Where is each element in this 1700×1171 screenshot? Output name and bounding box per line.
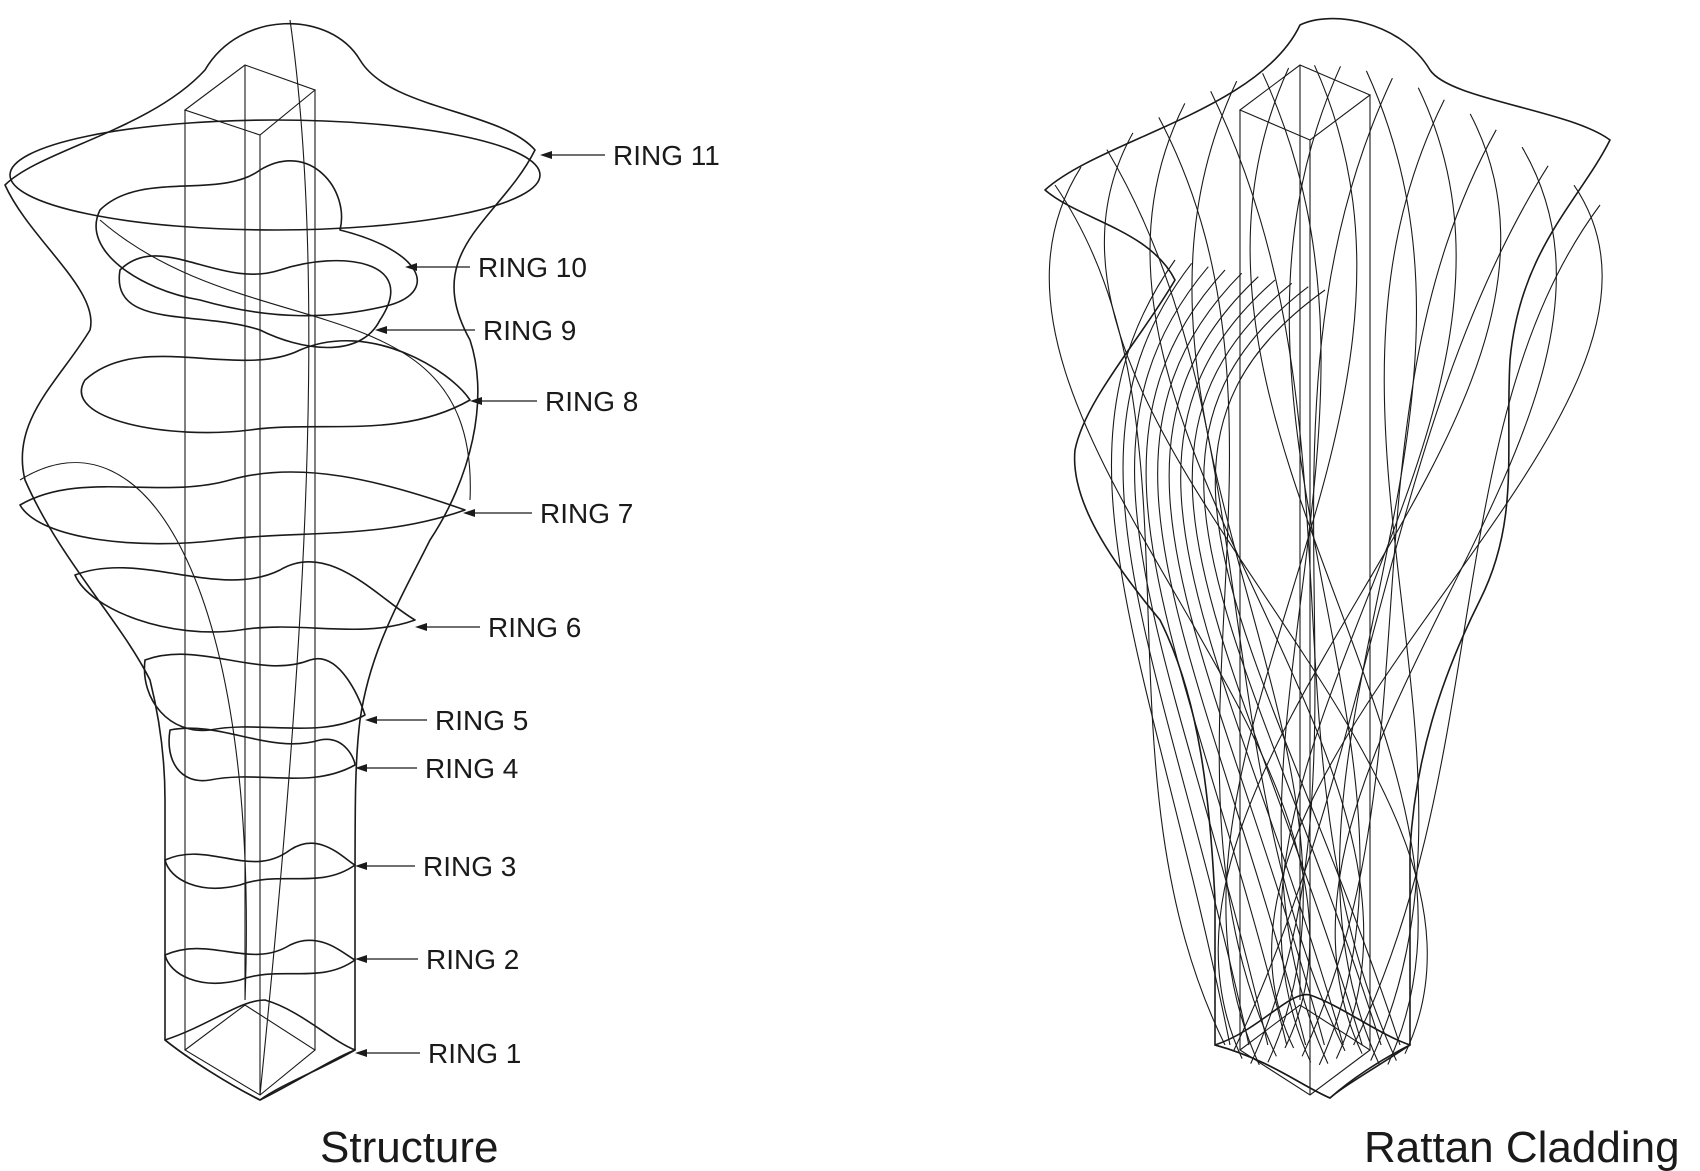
rattan-strand: [1168, 276, 1325, 1046]
rattan-strands: [1048, 65, 1603, 1066]
callout-ring-6: RING 6: [415, 612, 581, 643]
rattan-strand: [1048, 166, 1311, 1049]
rattan-strand: [1334, 146, 1557, 1054]
rattan-strand: [1370, 99, 1445, 1061]
ring-11-label: RING 11: [613, 140, 720, 171]
ring-11: [9, 119, 541, 231]
rattan-strand: [1110, 259, 1231, 1046]
ring-8-label: RING 8: [545, 386, 638, 417]
ring-3-label: RING 3: [423, 851, 516, 882]
structure-guide-line: [259, 19, 310, 1096]
ring-1: [164, 999, 356, 1101]
rattan-strand: [1262, 73, 1329, 1064]
rattan-strand: [1225, 65, 1358, 1066]
structure-guide-line: [19, 462, 247, 1001]
ring-4: [168, 727, 356, 782]
rattan-strand: [1122, 262, 1250, 1046]
structure-guide-line: [99, 219, 471, 501]
rattan-strand: [1134, 266, 1269, 1046]
rattan-strand: [1288, 66, 1361, 1066]
callout-ring-2: RING 2: [355, 944, 519, 975]
rattan-strand: [1054, 184, 1226, 1046]
cladding-caption: Rattan Cladding: [1364, 1123, 1680, 1171]
rattan-strand: [1104, 132, 1428, 1054]
callout-ring-4: RING 4: [355, 753, 518, 784]
callout-ring-5: RING 5: [365, 705, 528, 736]
callout-ring-8: RING 8: [470, 386, 638, 417]
cladding-base: [1214, 993, 1411, 1099]
ring-6-label: RING 6: [488, 612, 581, 643]
rattan-strand: [1157, 272, 1307, 1046]
callout-ring-9: RING 9: [375, 315, 576, 346]
callout-ring-1: RING 1: [355, 1038, 521, 1069]
rattan-strand: [1217, 113, 1502, 1059]
ring-callouts: RING 11 RING 10 RING 9 RING 8 RING 7 RIN…: [355, 140, 720, 1069]
rattan-strand: [1301, 129, 1497, 1057]
callout-ring-11: RING 11: [540, 140, 720, 171]
ring-3: [164, 842, 356, 889]
ring-1-label: RING 1: [428, 1038, 521, 1069]
rattan-strand: [1210, 90, 1397, 1061]
structure-caption: Structure: [320, 1123, 499, 1171]
structure-silhouette: [4, 22, 536, 1101]
rattan-strand: [1339, 70, 1418, 1065]
ring-8: [80, 340, 471, 434]
rattan-strand: [1280, 87, 1457, 1063]
ring-10: [95, 160, 419, 317]
rattan-strand: [1214, 289, 1401, 1046]
rattan-strand: [1250, 77, 1393, 1064]
rattan-strand: [1149, 103, 1365, 1059]
cladding-central-column: [1238, 64, 1372, 1096]
ring-5: [143, 653, 366, 732]
rattan-strand: [1353, 204, 1601, 1046]
rattan-strand: [1145, 269, 1288, 1046]
callout-ring-7: RING 7: [463, 498, 633, 529]
ring-9: [118, 255, 392, 349]
ring-9-label: RING 9: [483, 315, 576, 346]
ring-4-label: RING 4: [425, 753, 518, 784]
rattan-strand: [1191, 80, 1304, 1063]
cladding-drawing: [1044, 17, 1611, 1099]
ring-6: [74, 561, 416, 633]
rattan-strand: [1180, 279, 1344, 1046]
callout-ring-10: RING 10: [405, 252, 587, 283]
rattan-strand: [1191, 282, 1363, 1046]
ring-2-label: RING 2: [426, 944, 519, 975]
ring-5-label: RING 5: [435, 705, 528, 736]
rattan-strand: [1158, 117, 1277, 1057]
ring-7: [19, 471, 466, 545]
rattan-strand: [1271, 184, 1603, 1049]
ring-7-label: RING 7: [540, 498, 633, 529]
ring-10-label: RING 10: [478, 252, 587, 283]
central-column: [183, 64, 317, 1096]
rattan-strand: [1249, 67, 1419, 1065]
structure-drawing: [4, 19, 541, 1101]
rattan-strand: [1203, 286, 1382, 1046]
ring-2: [164, 939, 356, 984]
callout-ring-3: RING 3: [355, 851, 516, 882]
